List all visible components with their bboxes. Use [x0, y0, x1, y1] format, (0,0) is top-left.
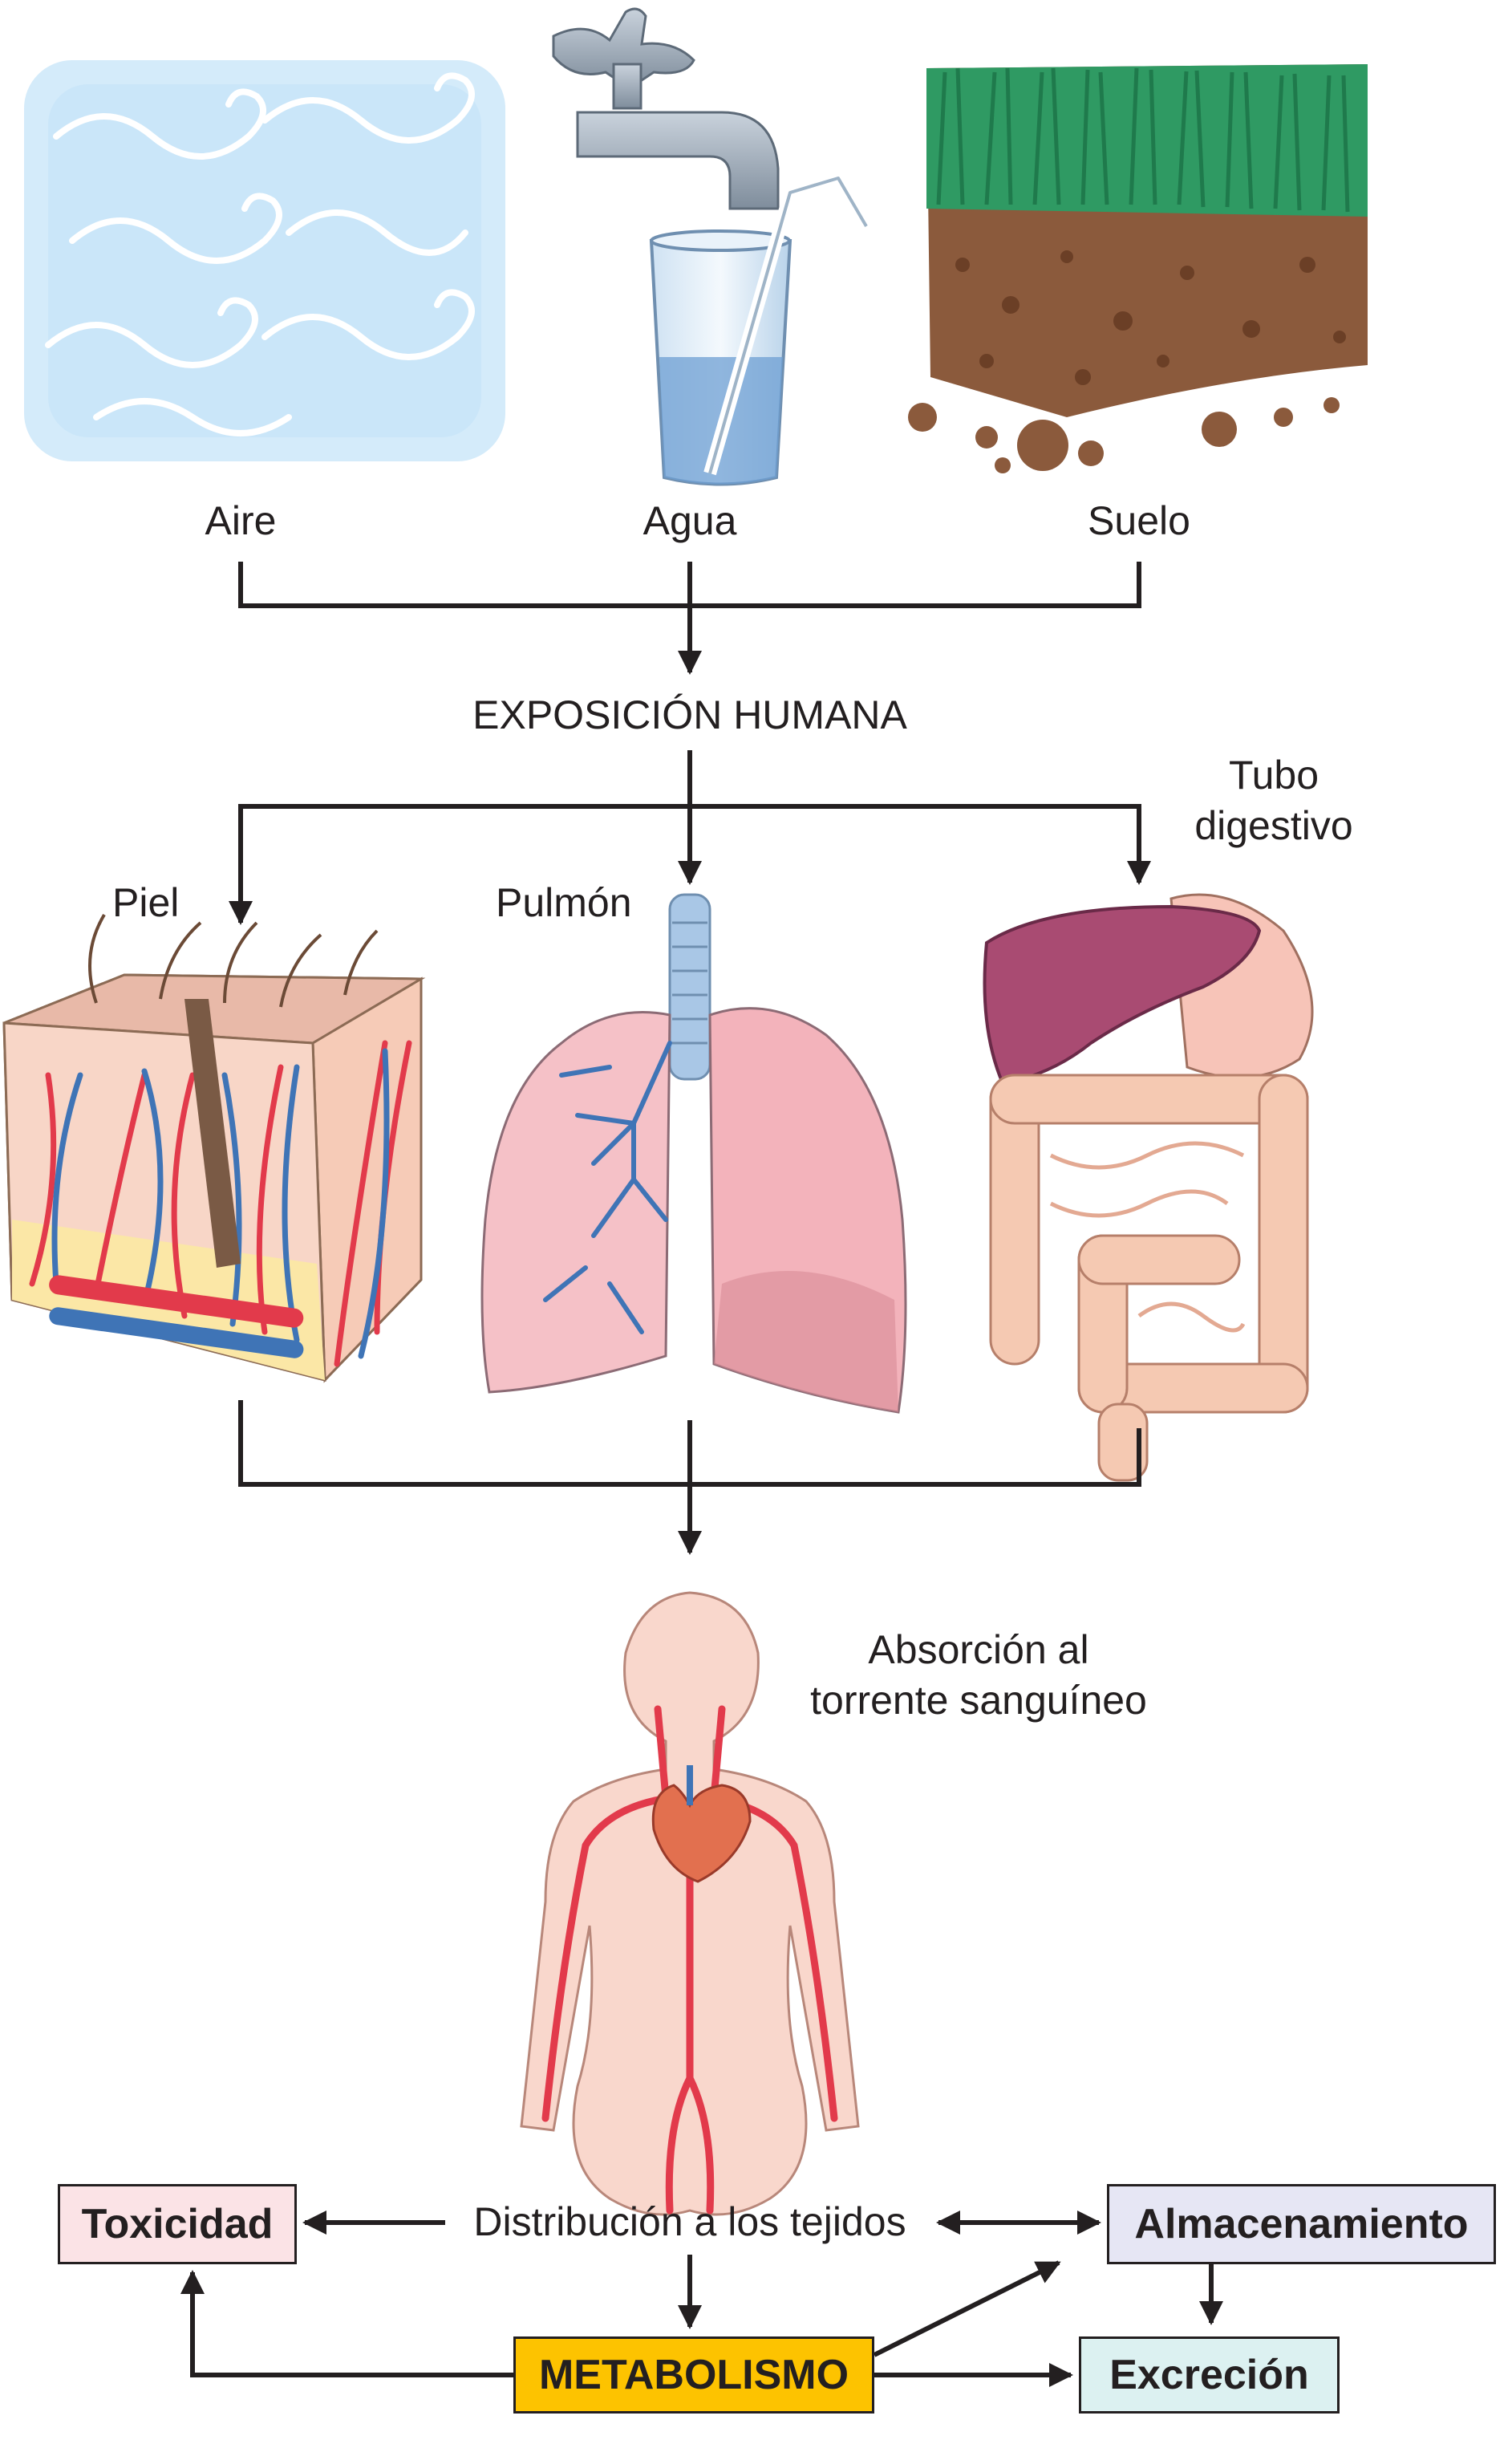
faucet-icon: [552, 7, 780, 210]
route-skin-label: Piel: [112, 880, 180, 925]
storage-box: Almacenamiento: [1107, 2184, 1496, 2264]
digestive-tract-icon: [983, 893, 1314, 1482]
route-digestive-label: Tubo digestivo: [1194, 750, 1352, 851]
source-air-label: Aire: [205, 498, 277, 543]
air-icon: [24, 60, 505, 461]
distribution-label: Distribución a los tejidos: [473, 2199, 906, 2244]
lung-icon: [480, 893, 907, 1414]
toxicity-box: Toxicidad: [58, 2184, 297, 2264]
absorption-line2: torrente sanguíneo: [810, 1677, 1147, 1723]
exposure-heading: EXPOSICIÓN HUMANA: [472, 692, 907, 737]
water-glass-icon: [649, 172, 872, 486]
source-soil-label: Suelo: [1088, 498, 1190, 543]
excretion-box: Excreción: [1079, 2336, 1340, 2414]
route-digestive-line2: digestivo: [1194, 802, 1353, 848]
absorption-label: Absorción al torrente sanguíneo: [810, 1625, 1147, 1725]
route-digestive-line1: Tubo: [1228, 753, 1319, 798]
soil-icon: [908, 64, 1368, 473]
connector-lines: [180, 562, 1223, 2387]
absorption-line1: Absorción al: [868, 1627, 1089, 1672]
human-body-icon: [520, 1591, 860, 2216]
source-water-label: Agua: [642, 498, 737, 543]
route-lung-label: Pulmón: [496, 880, 632, 925]
skin-icon: [2, 913, 426, 1383]
metabolism-box: METABOLISMO: [513, 2336, 874, 2414]
